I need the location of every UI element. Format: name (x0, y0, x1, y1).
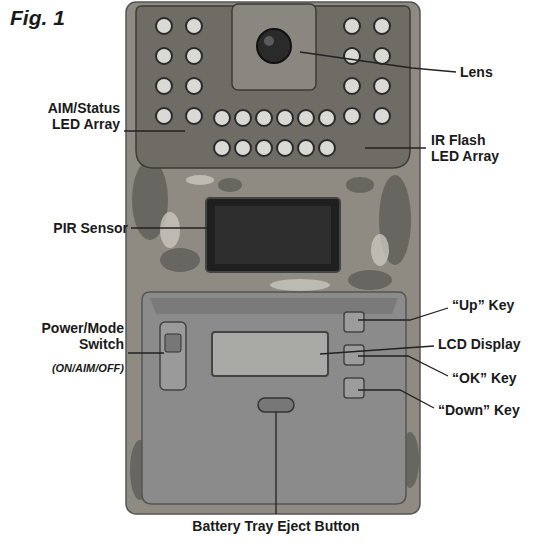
part-label: Power/Mode Switch (24, 320, 124, 352)
power-switch (160, 322, 186, 390)
ok-key (344, 345, 364, 365)
part-label: “OK” Key (452, 370, 542, 386)
led (214, 110, 230, 126)
part-label: LCD Display (438, 336, 542, 352)
part-label: Lens (460, 64, 540, 80)
part-label: AIM/Status LED Array (22, 100, 120, 132)
led (186, 108, 202, 124)
leader-line (124, 130, 185, 131)
led (374, 108, 390, 124)
led (156, 48, 172, 64)
led (186, 48, 202, 64)
led (277, 140, 293, 156)
led (156, 108, 172, 124)
lens-housing (232, 4, 316, 90)
led (319, 110, 335, 126)
leader-line (275, 412, 276, 514)
led (256, 110, 272, 126)
led (235, 110, 251, 126)
led (156, 18, 172, 34)
led (374, 18, 390, 34)
leader-line (358, 356, 448, 376)
leader-line (365, 147, 426, 148)
led (298, 140, 314, 156)
pir-window (206, 198, 340, 272)
led (344, 48, 360, 64)
leader-line (300, 52, 456, 72)
camera-body (126, 2, 420, 514)
part-label: Battery Tray Eject Button (150, 518, 402, 534)
part-label: “Up” Key (452, 297, 542, 313)
figure-title: Fig. 1 (10, 6, 65, 30)
part-label: “Down” Key (438, 402, 542, 418)
led (235, 140, 251, 156)
part-label: IR Flash LED Array (431, 132, 515, 164)
led (374, 78, 390, 94)
led (277, 110, 293, 126)
leader-line (358, 390, 434, 408)
leader-lines (124, 52, 456, 514)
leader-line (131, 227, 212, 228)
lcd-display (212, 332, 328, 376)
led (344, 108, 360, 124)
control-door (142, 292, 406, 504)
led (374, 48, 390, 64)
leader-line (320, 346, 434, 354)
camo-light (160, 175, 389, 291)
led (186, 18, 202, 34)
led (156, 78, 172, 94)
led (344, 78, 360, 94)
led (298, 110, 314, 126)
pir-lens (215, 206, 331, 264)
led (256, 140, 272, 156)
lens (257, 29, 291, 63)
leader-line (128, 352, 164, 353)
switch-knob (165, 334, 181, 352)
down-key (344, 378, 364, 398)
led (214, 140, 230, 156)
part-label: (ON/AIM/OFF) (24, 362, 124, 375)
led (186, 78, 202, 94)
lens-glint (264, 36, 274, 46)
up-key (344, 312, 364, 332)
eject-button (258, 398, 294, 412)
led (344, 18, 360, 34)
led (319, 140, 335, 156)
leader-line (358, 308, 448, 320)
part-label: PIR Sensor (30, 220, 128, 236)
